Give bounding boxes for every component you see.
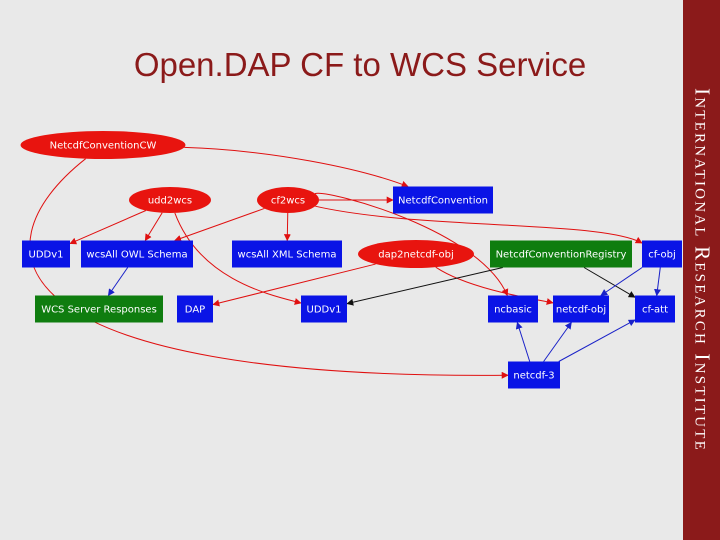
edge-netcdf-3-to-netcdf-obj: [543, 321, 572, 362]
edge-udd2wcs-to-uddv1-mid: [174, 212, 302, 305]
node-label-dap2netcdf-obj: dap2netcdf-obj: [378, 250, 453, 261]
node-dap: DAP: [177, 295, 213, 323]
node-shape-cf2wcs: [257, 187, 319, 213]
node-label-netcdfconvention: NetcdfConvention: [398, 196, 488, 207]
edge-wcsall-owl-schema-to-wcs-server-responses: [107, 267, 129, 297]
node-netcdfconventioncw: NetcdfConventionCW: [20, 131, 186, 159]
node-label-wcsall-xml-schema: wcsAll XML Schema: [238, 250, 337, 261]
edge-cf-obj-to-cf-att: [654, 267, 661, 297]
node-ncbasic: ncbasic: [488, 295, 538, 323]
node-uddv1-top: UDDv1: [22, 240, 70, 268]
node-shape-netcdfconventioncw: [20, 131, 186, 159]
node-shape-dap: [177, 295, 213, 323]
page-title: Open.DAP CF to WCS Service: [133, 46, 587, 83]
node-label-udd2wcs: udd2wcs: [148, 196, 192, 207]
node-wcsall-xml-schema: wcsAll XML Schema: [232, 240, 342, 268]
node-label-uddv1-mid: UDDv1: [307, 305, 342, 316]
node-label-ncbasic: ncbasic: [494, 305, 532, 316]
node-shape-udd2wcs: [129, 187, 211, 213]
node-netcdfconventionregistry: NetcdfConventionRegistry: [490, 240, 632, 268]
node-shape-wcs-server-responses: [35, 295, 163, 323]
edge-netcdf-3-to-cf-att: [558, 319, 636, 362]
node-label-wcsall-owl-schema: wcsAll OWL Schema: [86, 250, 187, 261]
edge-cf2wcs-to-wcsall-xml-schema: [283, 212, 291, 242]
edge-cf-obj-to-netcdf-obj: [600, 267, 643, 296]
edge-udd2wcs-to-wcsall-owl-schema: [144, 212, 163, 242]
node-shape-wcsall-owl-schema: [81, 240, 193, 268]
node-shape-uddv1-mid: [301, 295, 347, 323]
institute-name: International Research Institute: [690, 88, 715, 452]
edge-netcdfconventionregistry-to-uddv1-mid: [346, 267, 503, 306]
node-label-netcdfconventioncw: NetcdfConventionCW: [50, 141, 157, 152]
node-wcs-server-responses: WCS Server Responses: [35, 295, 163, 323]
node-label-cf-obj: cf-obj: [648, 250, 676, 261]
edge-cf2wcs-to-cf-obj: [315, 205, 643, 244]
node-shape-cf-att: [635, 295, 675, 323]
edge-netcdfconventionregistry-to-cf-att: [583, 267, 636, 298]
node-wcsall-owl-schema: wcsAll OWL Schema: [81, 240, 193, 268]
node-netcdfconvention: NetcdfConvention: [393, 186, 493, 214]
node-shape-netcdfconventionregistry: [490, 240, 632, 268]
edge-udd2wcs-to-uddv1-top: [69, 210, 147, 245]
node-shape-dap2netcdf-obj: [358, 240, 474, 268]
node-shape-netcdf-obj: [553, 295, 609, 323]
node-label-netcdf-3: netcdf-3: [513, 371, 554, 382]
node-label-netcdf-obj: netcdf-obj: [556, 305, 606, 316]
edge-netcdf-3-to-ncbasic: [515, 321, 531, 362]
institute-sidebar: [683, 0, 720, 540]
node-netcdf-3: netcdf-3: [508, 361, 560, 389]
node-cf-obj: cf-obj: [642, 240, 682, 268]
node-label-dap: DAP: [185, 305, 205, 316]
node-shape-uddv1-top: [22, 240, 70, 268]
edge-dap2netcdf-obj-to-netcdf-obj: [435, 266, 554, 305]
node-shape-netcdf-3: [508, 361, 560, 389]
node-label-netcdfconventionregistry: NetcdfConventionRegistry: [496, 250, 627, 261]
node-uddv1-mid: UDDv1: [301, 295, 347, 323]
node-shape-ncbasic: [488, 295, 538, 323]
node-udd2wcs: udd2wcs: [129, 187, 211, 213]
edge-cf2wcs-to-wcsall-owl-schema: [174, 207, 265, 242]
node-label-cf-att: cf-att: [642, 305, 668, 316]
node-label-uddv1-top: UDDv1: [29, 250, 64, 261]
node-label-cf2wcs: cf2wcs: [271, 196, 305, 207]
node-label-wcs-server-responses: WCS Server Responses: [41, 305, 157, 316]
node-cf2wcs: cf2wcs: [257, 187, 319, 213]
node-shape-wcsall-xml-schema: [232, 240, 342, 268]
node-netcdf-obj: netcdf-obj: [553, 295, 609, 323]
node-shape-cf-obj: [642, 240, 682, 268]
node-dap2netcdf-obj: dap2netcdf-obj: [358, 240, 474, 268]
node-shape-netcdfconvention: [393, 186, 493, 214]
node-cf-att: cf-att: [635, 295, 675, 323]
edge-dap2netcdf-obj-to-dap: [212, 263, 376, 307]
edge-netcdfconventioncw-to-netcdfconvention: [184, 146, 409, 188]
